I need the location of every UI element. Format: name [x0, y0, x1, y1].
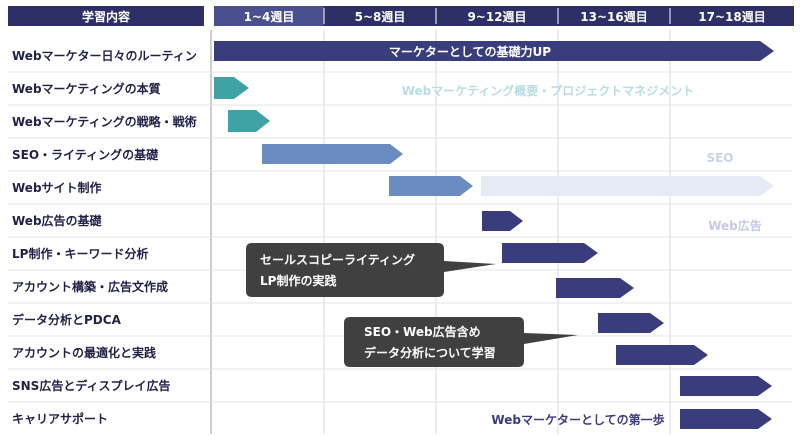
row-label: LP制作・キーワード分析 [12, 246, 148, 261]
seo-writing-bar [262, 144, 403, 164]
grid [8, 30, 792, 434]
callout-copywriting-line-2: LP制作の実践 [260, 273, 336, 288]
header-period-1-cell [214, 6, 324, 26]
optimization-bar [616, 345, 708, 365]
row-labels: Webマーケター日々のルーティン Webマーケティングの本質 Webマーケティン… [12, 49, 197, 426]
routine-bar [214, 41, 774, 61]
lp-keyword-bar [502, 243, 598, 263]
row-label: Webマーケター日々のルーティン [12, 49, 197, 63]
row-label: SEO・ライティングの基礎 [12, 147, 159, 162]
header-period-3-label: 9~12週目 [467, 9, 526, 24]
header-period-2-label: 5~8週目 [355, 9, 406, 24]
web-ads-label: Web広告 [708, 218, 762, 233]
schedule-bars [214, 41, 774, 429]
routine-bar-label: マーケターとしての基礎力UP [389, 44, 551, 59]
header-period-5-label: 17~18週目 [698, 9, 765, 24]
header-period-2-cell [324, 6, 436, 26]
callout-data-analysis-box [344, 317, 578, 367]
header-left-title: 学習内容 [82, 9, 130, 24]
header-period-4-label: 13~16週目 [580, 9, 647, 24]
row-label: SNS広告とディスプレイ広告 [12, 378, 171, 393]
data-pdca-bar [598, 313, 664, 333]
overview-label: Webマーケティング概要・プロジェクトマネジメント [402, 83, 695, 98]
row-label: Webマーケティングの本質 [12, 81, 161, 96]
row-label: アカウント構築・広告文作成 [12, 279, 168, 294]
row-label: アカウントの最適化と実践 [12, 345, 156, 360]
website-bar [389, 176, 473, 196]
header-period-1-label: 1~4週目 [244, 9, 295, 24]
career-support-bar [680, 409, 772, 429]
callout-copywriting-box [246, 243, 496, 297]
row-label: Web広告の基礎 [12, 213, 103, 228]
header-period-3-cell [436, 6, 558, 26]
header-period-5-cell [670, 6, 794, 26]
header-left-cell [8, 6, 204, 26]
callout-data-analysis: SEO・Web広告含め データ分析について学習 [344, 317, 578, 367]
row-label: データ分析とPDCA [12, 312, 122, 327]
account-ad-copy-bar [556, 278, 634, 298]
header: 学習内容 1~4週目 5~8週目 9~12週目 13~16週目 17~18週目 [8, 6, 794, 26]
row-label: Webサイト制作 [12, 180, 102, 195]
web-ads-basics-bar [482, 211, 523, 231]
callout-data-analysis-line-1: SEO・Web広告含め [364, 324, 481, 339]
callout-data-analysis-line-2: データ分析について学習 [364, 345, 496, 360]
callout-copywriting-line-1: セールスコピーライティング [260, 252, 415, 267]
first-step-label: Webマーケターとしての第一歩 [491, 412, 664, 427]
header-period-4-cell [558, 6, 670, 26]
row-label: キャリアサポート [12, 411, 108, 426]
seo-label: SEO [706, 151, 733, 165]
website-continuation-bar [481, 176, 774, 196]
essentials-bar [214, 77, 249, 99]
strategy-bar [228, 110, 270, 132]
callout-copywriting: セールスコピーライティング LP制作の実践 [246, 243, 496, 297]
sns-display-bar [680, 376, 772, 396]
row-label: Webマーケティングの戦略・戦術 [12, 114, 197, 129]
